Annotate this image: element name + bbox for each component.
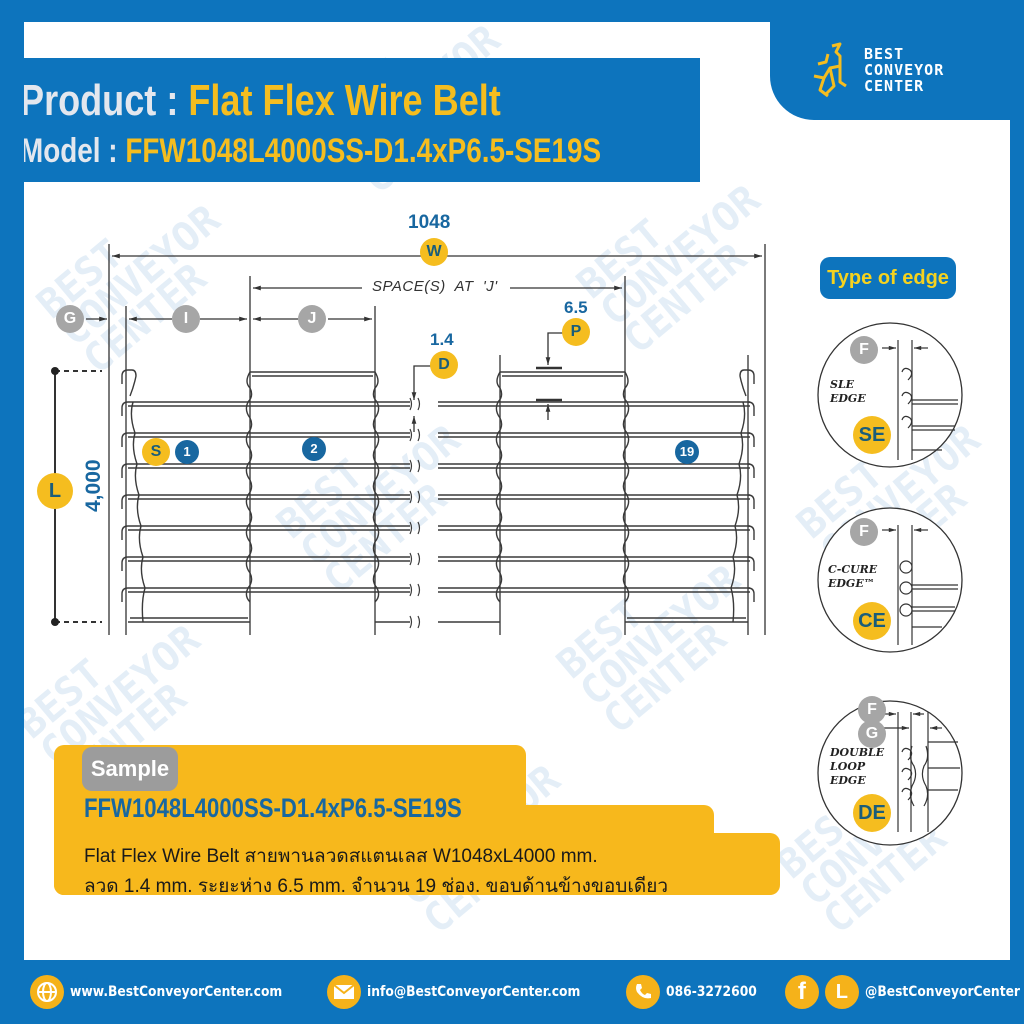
watermark: BEST CONVEYOR CENTER (568, 176, 769, 364)
edge-code-badge: DE (853, 794, 891, 832)
diameter-value: 1.4 (430, 330, 454, 349)
g-badge: G (858, 720, 886, 748)
watermark: BEST CONVEYOR CENTER (548, 556, 749, 744)
footer-contact-bar: www.BestConveyorCenter.com info@BestConv… (0, 960, 1024, 1024)
phone-number[interactable]: 086-3272600 (665, 984, 757, 1000)
pitch-value: 6.5 (564, 298, 588, 317)
facebook-icon[interactable]: f (784, 975, 819, 1009)
sample-desc-line2: ลวด 1.4 mm. ระยะห่าง 6.5 mm. จำนวน 19 ช่… (84, 876, 668, 897)
j-badge: J (298, 305, 326, 333)
edge-type-title: Type of edge (820, 257, 956, 299)
brand-logo: BEST CONVEYOR CENTER (770, 22, 1010, 120)
watermark: BEST CONVEYOR CENTER (268, 416, 469, 604)
globe-icon (30, 975, 64, 1009)
watermark: BEST CONVEYOR CENTER (788, 416, 989, 604)
length-value: 4,000 (82, 459, 105, 512)
space-number-2: 2 (302, 437, 326, 461)
g-badge: G (56, 305, 84, 333)
space-number-1: 1 (175, 440, 199, 464)
logo-horse-icon (813, 42, 847, 98)
space-number-19: 19 (675, 440, 699, 464)
diameter-badge: D (430, 351, 458, 379)
email-link[interactable]: info@BestConveyorCenter.com (367, 984, 581, 1000)
pitch-badge: P (562, 318, 590, 346)
edge-code-badge: SE (853, 416, 891, 454)
length-badge: L (37, 473, 73, 509)
f-badge: F (850, 336, 878, 364)
i-badge: I (172, 305, 200, 333)
width-badge: W (420, 238, 448, 266)
f-badge: F (858, 696, 886, 724)
website-link[interactable]: www.BestConveyorCenter.com (70, 984, 283, 1000)
watermark: BEST CONVEYOR CENTER (28, 196, 229, 384)
width-value: 1048 (408, 212, 451, 233)
model-title: Model : FFW1048L4000SS-D1.4xP6.5-SE19S (24, 132, 602, 170)
f-badge: F (850, 518, 878, 546)
mail-icon (327, 975, 362, 1009)
social-handle[interactable]: @BestConveyorCenter (864, 984, 1020, 1000)
title-banner: Product : Flat Flex Wire Belt Model : FF… (24, 58, 700, 182)
logo-text: BEST CONVEYOR CENTER (864, 45, 945, 95)
s-badge: S (142, 438, 170, 466)
edge-code-badge: CE (853, 602, 891, 640)
line-icon[interactable]: L (824, 975, 859, 1009)
sample-code: FFW1048L4000SS-D1.4xP6.5-SE19S (84, 793, 462, 823)
phone-icon (625, 975, 660, 1009)
spaces-label: SPACE(S) AT 'J' (368, 278, 502, 295)
sample-desc-line1: Flat Flex Wire Belt สายพานลวดสแตนเลส W10… (84, 846, 598, 867)
sample-tag: Sample (82, 747, 178, 791)
product-title: Product : Flat Flex Wire Belt (24, 76, 501, 125)
